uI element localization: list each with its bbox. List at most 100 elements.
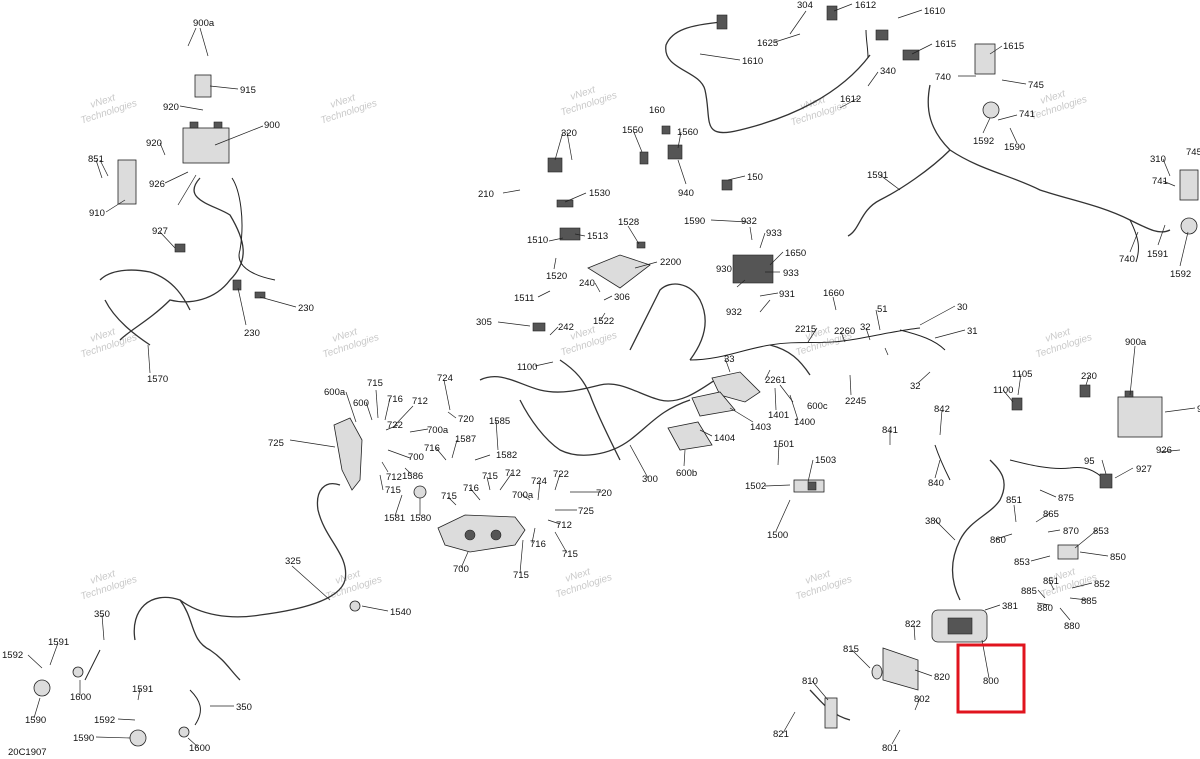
callout-label: 801: [882, 743, 898, 754]
callout-label: 305: [476, 317, 492, 328]
callout-label: 821: [773, 729, 789, 740]
callout-label: 820: [934, 672, 950, 683]
callout-label: 230: [298, 303, 314, 314]
callout-label: 851: [1043, 576, 1059, 587]
callout-label: 325: [285, 556, 301, 567]
callout-label: 350: [94, 609, 110, 620]
callout-label: 1540: [390, 607, 411, 618]
callout-label: 722: [387, 420, 403, 431]
callout-label: 1510: [527, 235, 548, 246]
callout-label: 815: [843, 644, 859, 655]
callout-label: 716: [424, 443, 440, 454]
harness-wires: [84, 21, 1171, 726]
callout-label: 720: [458, 414, 474, 425]
callout-label: 350: [236, 702, 252, 713]
callout-label: 712: [412, 396, 428, 407]
callout-label: 1610: [924, 6, 945, 17]
callout-label: 927: [152, 226, 168, 237]
callout-label: 927: [1136, 464, 1152, 475]
callout-label: 880: [1064, 621, 1080, 632]
callout-label: 1615: [1003, 41, 1024, 52]
callout-label: 320: [561, 128, 577, 139]
callout-label: 841: [882, 425, 898, 436]
highlight-box-800: [956, 643, 1026, 714]
callout-label: 2245: [845, 396, 866, 407]
callout-label: 380: [925, 516, 941, 527]
callout-label: 1403: [750, 422, 771, 433]
callout-label: 852: [1094, 579, 1110, 590]
callout-label: 1401: [768, 410, 789, 421]
callout-label: 800: [983, 676, 999, 687]
callout-label: 230: [1081, 371, 1097, 382]
callout-label: 722: [553, 469, 569, 480]
callout-label: 1570: [147, 374, 168, 385]
callout-label: 930: [716, 264, 732, 275]
callout-label: 1513: [587, 231, 608, 242]
callout-label: 933: [766, 228, 782, 239]
callout-label: 720: [596, 488, 612, 499]
callout-label: 1404: [714, 433, 735, 444]
callout-label: 1615: [935, 39, 956, 50]
callout-label: 1580: [410, 513, 431, 524]
callout-label: 853: [1093, 526, 1109, 537]
callout-label: 304: [797, 0, 813, 11]
callout-label: 712: [505, 468, 521, 479]
callout-label: 1592: [973, 136, 994, 147]
callout-label: 340: [880, 66, 896, 77]
callout-label: 1581: [384, 513, 405, 524]
callout-label: 880: [1037, 603, 1053, 614]
callout-label: 1500: [767, 530, 788, 541]
callout-label: 740: [1119, 254, 1135, 265]
callout-label: 926: [1156, 445, 1172, 456]
callout-label: 1660: [823, 288, 844, 299]
callout-label: 741: [1019, 109, 1035, 120]
callout-label: 865: [1043, 509, 1059, 520]
callout-label: 920: [163, 102, 179, 113]
callout-label: 240: [579, 278, 595, 289]
callout-label: 724: [531, 476, 547, 487]
callout-label: 1511: [514, 293, 534, 304]
callout-label: 1100: [517, 362, 537, 373]
callout-label: 1587: [455, 434, 476, 445]
callout-label: 716: [463, 483, 479, 494]
callout-label: 1501: [773, 439, 794, 450]
callout-label: 1503: [815, 455, 836, 466]
callout-label: 920: [146, 138, 162, 149]
callout-label: 600c: [807, 401, 828, 412]
callout-label: 900a: [193, 18, 215, 29]
parts: [33, 5, 1199, 747]
callout-label: 851: [1006, 495, 1022, 506]
callout-label: 940: [678, 188, 694, 199]
callout-label: 2260: [834, 326, 855, 337]
callout-label: 724: [437, 373, 453, 384]
callout-label: 853: [1014, 557, 1030, 568]
callout-label: 1560: [677, 127, 698, 138]
callout-label: 230: [244, 328, 260, 339]
callout-label: 850: [1110, 552, 1126, 563]
callout-label: 1528: [618, 217, 639, 228]
callout-label: 885: [1021, 586, 1037, 597]
callout-label: 700a: [427, 425, 449, 436]
callout-label: 2261: [765, 375, 786, 386]
callout-label: 915: [240, 85, 256, 96]
callout-label: 1612: [855, 0, 876, 11]
callout-label: 1610: [742, 56, 763, 67]
callout-label: 600b: [676, 468, 697, 479]
callout-label: 1650: [785, 248, 806, 259]
callout-label: 1600: [189, 743, 210, 754]
callout-label: 745: [1028, 80, 1044, 91]
callout-label: 600a: [324, 387, 346, 398]
callout-label: 1105: [1012, 369, 1032, 380]
callout-label: 51: [877, 304, 888, 315]
callout-label: 1591: [1147, 249, 1168, 260]
callout-label: 900: [1197, 404, 1200, 415]
callout-label: 1591: [48, 637, 69, 648]
callout-label: 95: [1084, 456, 1095, 467]
callout-label: 715: [367, 378, 383, 389]
